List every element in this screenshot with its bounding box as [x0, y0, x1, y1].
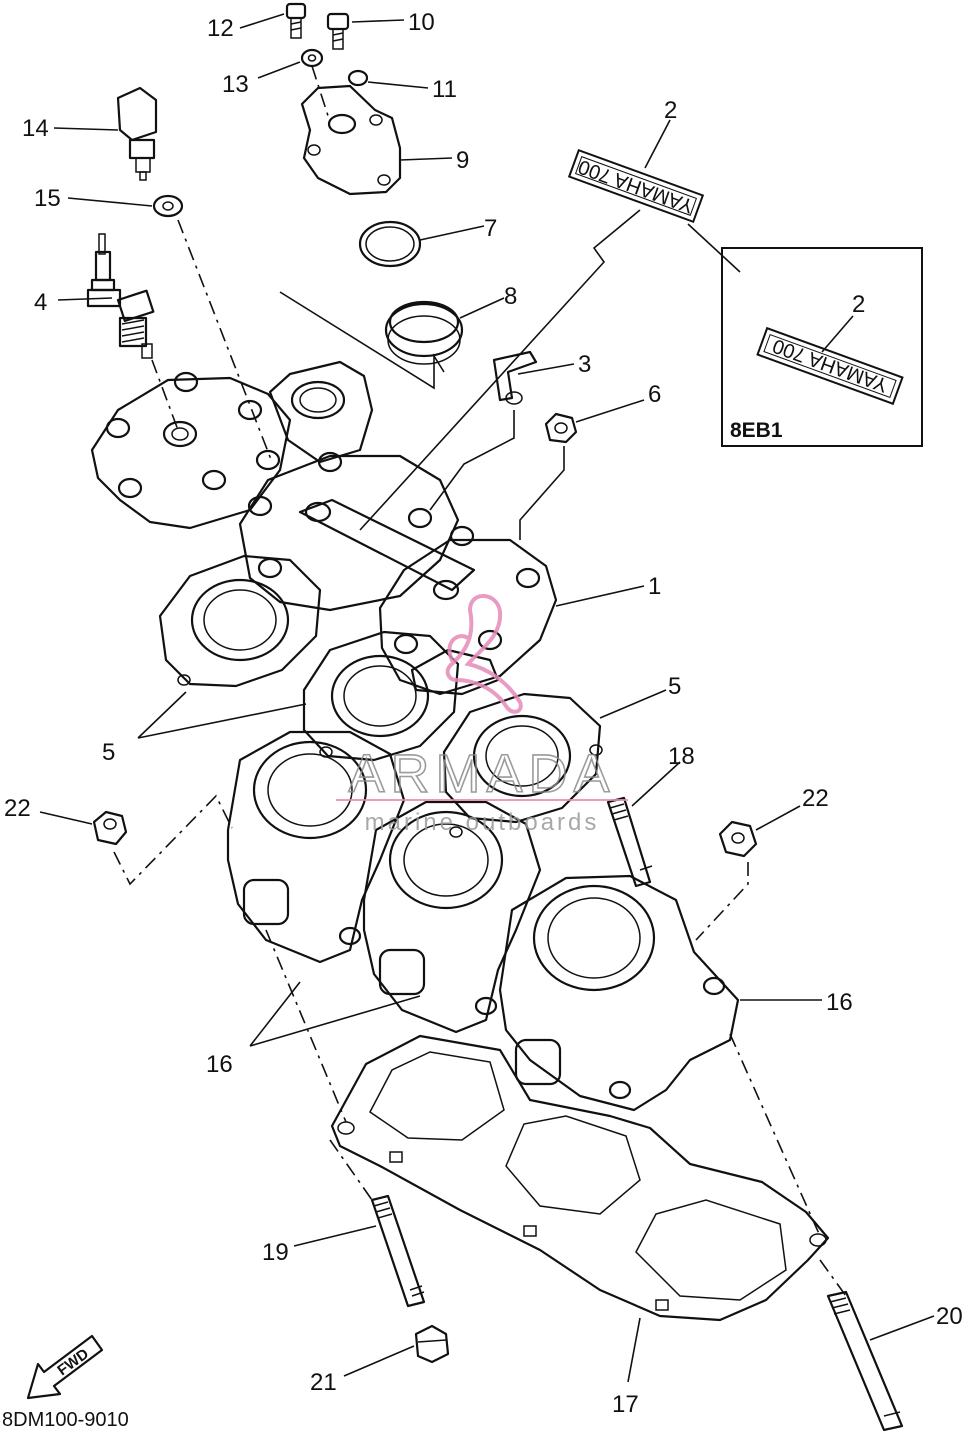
bolt-10	[326, 12, 350, 50]
stud-bolt-20	[826, 1290, 904, 1431]
temperature-sensor-14	[116, 86, 158, 181]
callout-17: 17	[612, 1391, 639, 1418]
nut-21	[414, 1324, 450, 1364]
callout-15: 15	[34, 185, 61, 212]
callout-8: 8	[504, 283, 517, 310]
washer-15	[152, 194, 184, 218]
head-gasket-front	[442, 692, 603, 838]
nut-22-left	[92, 810, 128, 846]
callout-4: 4	[34, 289, 47, 316]
callout-21: 21	[310, 1369, 337, 1396]
thermostat-cover-9	[300, 65, 402, 196]
watermark-brand: ARMADA	[348, 744, 615, 804]
fwd-arrow-icon: FWD	[26, 1334, 104, 1400]
callout-5-left: 5	[102, 739, 115, 766]
callout-2: 2	[664, 97, 677, 124]
washer-13	[300, 48, 324, 68]
bolt-12	[285, 2, 307, 39]
callout-11: 11	[432, 76, 457, 103]
callout-20: 20	[936, 1303, 963, 1330]
head-gasket-middle	[302, 630, 460, 762]
callout-12: 12	[207, 15, 234, 42]
stud-bolt-19	[370, 1194, 426, 1308]
inset-8eb1: YAMAHA 700 2 8EB1	[687, 223, 923, 447]
decal-part: YAMAHA 700	[567, 148, 705, 224]
inset-label: 8EB1	[730, 419, 783, 442]
nut-6	[544, 412, 578, 444]
cylinder-head-rear	[90, 371, 292, 530]
callout-1: 1	[648, 573, 661, 600]
head-gasket-rear	[158, 554, 322, 688]
callout-10: 10	[408, 9, 435, 36]
stud-bolt-18	[606, 796, 653, 888]
callout-18: 18	[668, 743, 695, 770]
nut-11	[347, 69, 369, 87]
callout-3: 3	[578, 351, 591, 378]
callout-16-right: 16	[826, 989, 853, 1016]
watermark-logo-icon	[445, 594, 523, 714]
callout-6: 6	[648, 381, 661, 408]
diagram-code: 8DM100-9010	[2, 1409, 129, 1431]
callout-13: 13	[222, 71, 249, 98]
o-ring-7	[358, 220, 422, 268]
decal-inset: YAMAHA 700	[756, 326, 904, 406]
callout-22-left: 22	[4, 795, 31, 822]
cylinder-rear	[226, 730, 406, 964]
callout-16-left: 16	[206, 1051, 233, 1078]
nipple-3	[492, 350, 538, 405]
callout-7: 7	[484, 215, 497, 242]
nut-22-right	[718, 820, 758, 858]
watermark-tagline: marine outboards	[365, 809, 600, 836]
callout-2-inset: 2	[852, 291, 865, 318]
callout-9: 9	[456, 147, 469, 174]
cylinder-front	[498, 874, 740, 1112]
water-outlet-housing	[268, 360, 374, 464]
seal-8	[384, 300, 464, 365]
callout-19: 19	[262, 1239, 289, 1266]
callout-5-right: 5	[668, 673, 681, 700]
base-gasket-17	[330, 1034, 830, 1322]
callout-14: 14	[22, 115, 49, 142]
callout-22-right: 22	[802, 785, 829, 812]
watermark: ARMADA marine outboards	[336, 594, 628, 836]
spark-plug-4	[86, 233, 155, 359]
